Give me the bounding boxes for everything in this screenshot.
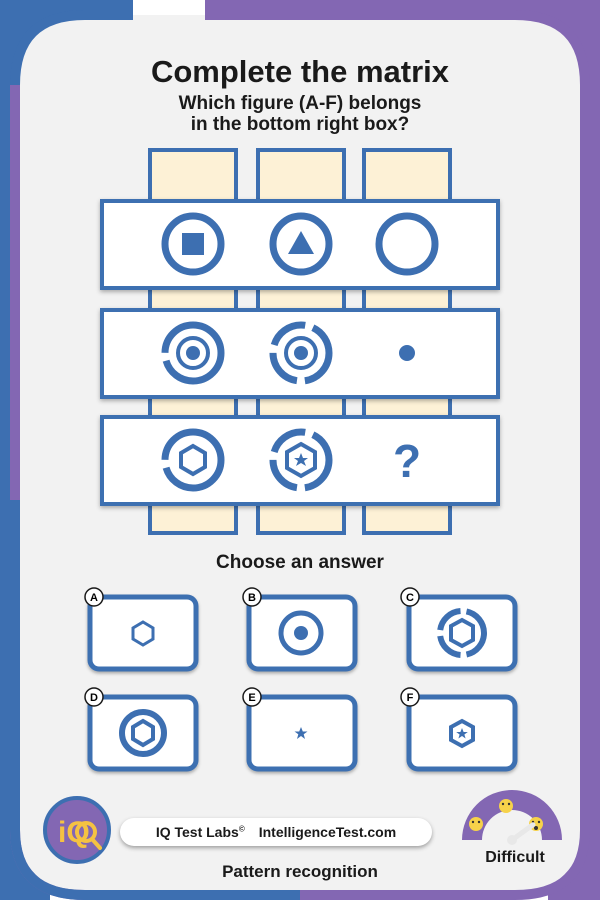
option-letter-c: C	[406, 592, 414, 604]
answer-option-b[interactable]: B	[242, 587, 358, 672]
branding-badge: IQ Test Labs© IntelligenceTest.com	[120, 818, 432, 846]
broken-ring-hexagon-figure	[437, 608, 487, 658]
ring-with-triangle-figure	[269, 212, 333, 276]
missing-cell-question-mark: ?	[393, 435, 421, 487]
ring-with-square-figure	[161, 212, 225, 276]
option-letter-e: E	[248, 692, 255, 704]
empty-ring-figure	[375, 212, 439, 276]
company-name: IQ Test Labs©	[155, 824, 245, 840]
answer-option-a[interactable]: A	[84, 587, 199, 672]
difficulty-gauge	[462, 790, 562, 845]
difficulty-label: Difficult	[485, 849, 545, 866]
question-line-1: Which figure (A-F) belongs	[178, 93, 422, 114]
iq-logo: iQ	[43, 796, 111, 864]
star-figure	[294, 727, 308, 739]
category-label: Pattern recognition	[222, 862, 378, 881]
dot-figure	[399, 345, 415, 361]
broken-ring-star-hexagon-figure	[269, 428, 333, 492]
question-text: Which figure (A-F) belongs in the bottom…	[0, 93, 600, 135]
hexagon-with-star-figure	[449, 718, 475, 749]
answer-option-c[interactable]: C	[400, 587, 518, 672]
broken-ring-dot-figure-2	[269, 321, 333, 385]
broken-ring-dot-figure-1	[161, 321, 225, 385]
option-letter-a: A	[90, 592, 98, 604]
website-link[interactable]: IntelligenceTest.com	[258, 824, 397, 840]
option-letter-b: B	[248, 592, 256, 604]
hexagon-figure	[131, 620, 155, 647]
broken-ring-hexagon-figure	[161, 428, 225, 492]
question-line-2: in the bottom right box?	[190, 114, 410, 135]
option-letter-d: D	[90, 692, 98, 704]
option-letter-f: F	[407, 692, 414, 704]
answer-option-d[interactable]: D	[84, 687, 199, 772]
page-title: Complete the matrix	[150, 54, 449, 89]
answer-prompt: Choose an answer	[216, 552, 384, 573]
ring-with-dot-figure	[278, 610, 324, 656]
ring-with-hexagon-figure	[119, 709, 167, 757]
answer-option-e[interactable]: E	[242, 687, 358, 772]
trademark: ©	[238, 824, 245, 834]
answer-option-f[interactable]: F	[400, 687, 518, 772]
